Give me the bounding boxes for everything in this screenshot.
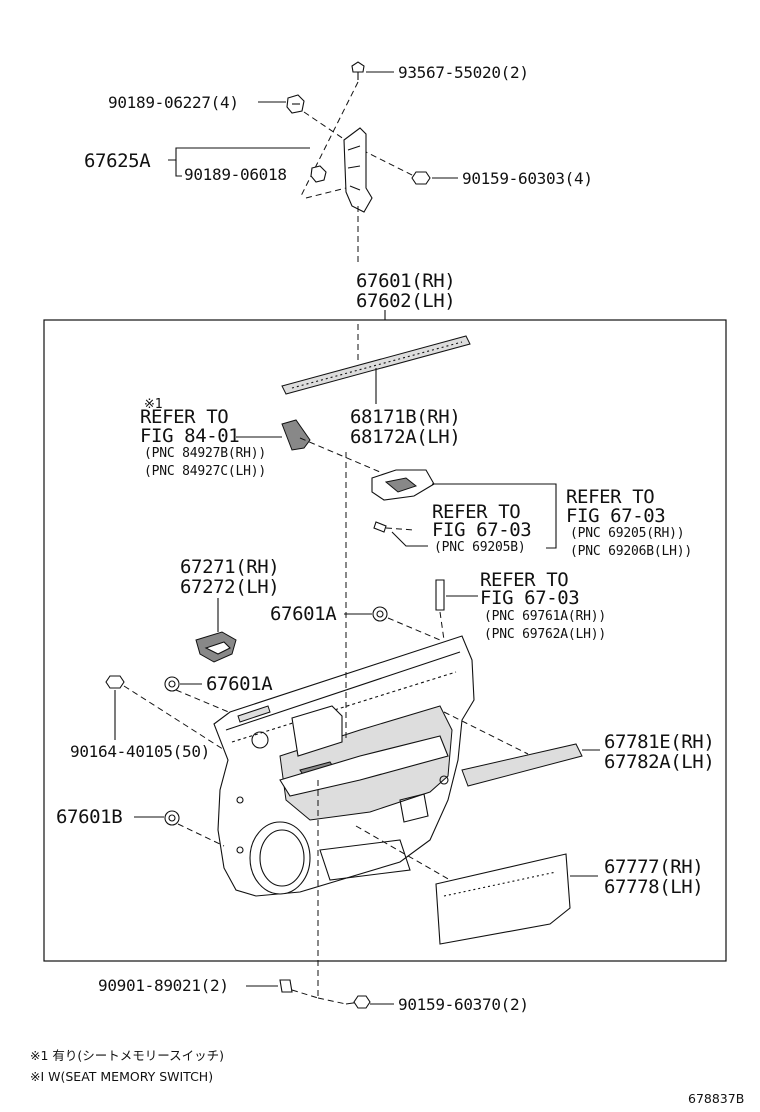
label-68171b: 68171B(RH) xyxy=(350,406,460,428)
clip-90901-icon xyxy=(279,979,293,993)
label-67601a-upper: 67601A xyxy=(270,603,337,625)
screw-90164-icon xyxy=(105,675,125,689)
note-japanese: ※1 有り(シートメモリースイッチ) xyxy=(30,1048,224,1063)
refer-to-67-a-line2: FIG 67-03 xyxy=(566,505,665,527)
screw-93567-icon xyxy=(351,61,365,80)
pnc-69205b: (PNC 69205B) xyxy=(434,540,526,555)
armrest-trim-67781e-icon xyxy=(443,711,600,787)
seat-memory-switch-icon xyxy=(281,419,381,473)
label-90159-60370: 90159-60370(2) xyxy=(398,995,529,1014)
label-67777-rh: 67777(RH) xyxy=(604,856,703,878)
label-67601a-left: 67601A xyxy=(206,673,273,695)
label-67602-lh: 67602(LH) xyxy=(356,290,455,312)
label-90189-06018: 90189-06018 xyxy=(184,165,287,184)
label-68172a: 68172A(LH) xyxy=(350,426,460,448)
label-90159-60303: 90159-60303(4) xyxy=(462,169,593,188)
refer-to-67-b-line1: REFER TO xyxy=(432,501,520,523)
label-90901-89021: 90901-89021(2) xyxy=(98,976,229,995)
pnc-84927b: (PNC 84927B(RH)) xyxy=(144,446,266,461)
label-90164-40105: 90164-40105(50) xyxy=(70,742,210,761)
inside-handle-bezel-icon xyxy=(371,469,435,501)
note-english: ※I W(SEAT MEMORY SWITCH) xyxy=(30,1069,213,1084)
screw-90159-60303-icon xyxy=(411,171,431,185)
refer-to-84-line2: FIG 84-01 xyxy=(140,425,239,447)
pnc-69205: (PNC 69205(RH)) xyxy=(570,526,684,541)
label-67782a-lh: 67782A(LH) xyxy=(604,751,714,773)
lower-trim-67777-icon xyxy=(355,825,598,945)
label-67601-rh: 67601(RH) xyxy=(356,270,455,292)
clip-90189-icon xyxy=(286,94,305,114)
label-67601b: 67601B xyxy=(56,806,122,828)
weatherstrip-68171b-icon xyxy=(281,324,471,404)
pnc-69761a: (PNC 69761A(RH)) xyxy=(484,609,606,624)
clip-67601a-left-icon xyxy=(164,676,180,692)
door-trim-panel-icon xyxy=(213,452,475,897)
pull-handle-67271-icon xyxy=(195,631,237,663)
label-67625a: 67625A xyxy=(84,150,151,172)
clip-67601b-icon xyxy=(164,810,180,826)
refer-to-67-a-line1: REFER TO xyxy=(566,486,654,508)
lock-rod-icon xyxy=(373,521,428,547)
label-67781e-rh: 67781E(RH) xyxy=(604,731,714,753)
hinge-bracket-assembly xyxy=(168,61,458,262)
label-67778-lh: 67778(LH) xyxy=(604,876,703,898)
pnc-69762a: (PNC 69762A(LH)) xyxy=(484,627,606,642)
bracket-67625a-icon xyxy=(343,127,373,213)
pnc-69206b: (PNC 69206B(LH)) xyxy=(570,544,692,559)
refer-to-67-c-line1: REFER TO xyxy=(480,569,568,591)
refer-to-67-b-line2: FIG 67-03 xyxy=(432,519,531,541)
lock-knob-icon xyxy=(435,579,478,611)
assembly-frame xyxy=(43,319,727,962)
figure-code: 678837B xyxy=(688,1091,744,1106)
note-mark-1: ※1 xyxy=(144,397,162,412)
pnc-84927c: (PNC 84927C(LH)) xyxy=(144,464,266,479)
label-67271-rh: 67271(RH) xyxy=(180,556,279,578)
clip-90189-06018-icon xyxy=(310,165,327,183)
clip-67601a-upper-icon xyxy=(372,606,388,622)
refer-to-67-c-line2: FIG 67-03 xyxy=(480,587,579,609)
refer-to-84-line1: REFER TO xyxy=(140,406,228,428)
screw-90159-60370-icon xyxy=(345,995,371,1009)
label-67272-lh: 67272(LH) xyxy=(180,576,279,598)
label-90189-06227: 90189-06227(4) xyxy=(108,93,239,112)
label-93567-55020: 93567-55020(2) xyxy=(398,63,529,82)
